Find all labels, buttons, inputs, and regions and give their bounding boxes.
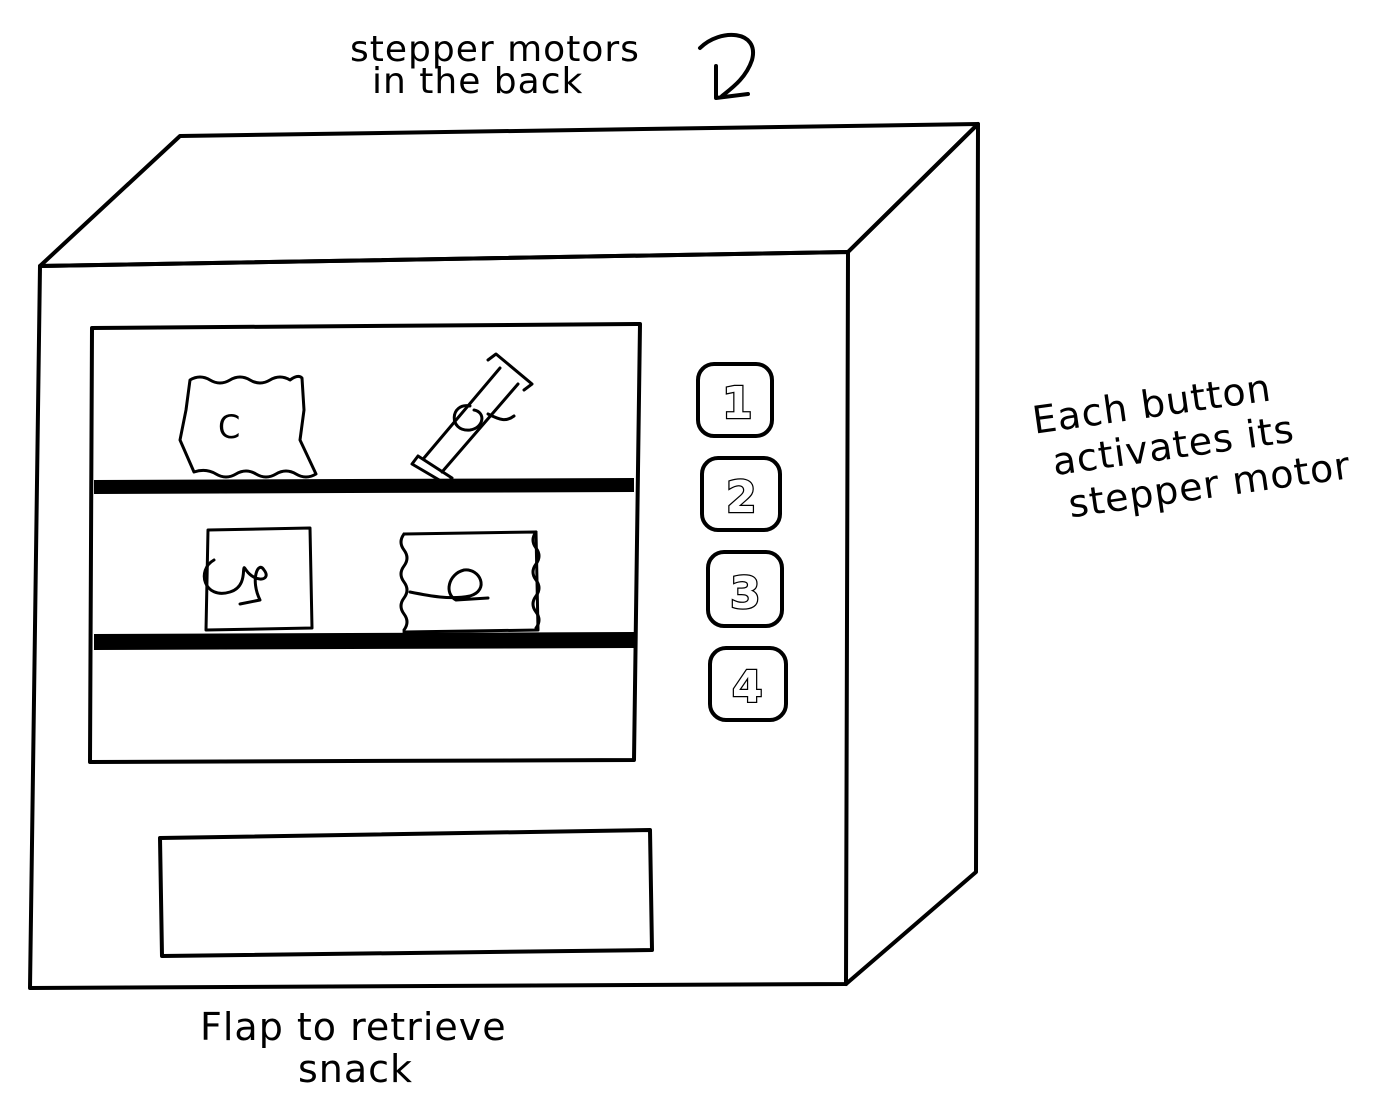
candy-tube-snack <box>410 352 534 486</box>
button-1[interactable]: 1 <box>696 362 774 438</box>
annotation-top-line-2: in the back <box>372 61 584 102</box>
annotation-stepper-motors: stepper motors in the back <box>350 32 640 100</box>
retrieval-flap[interactable] <box>158 828 654 958</box>
button-4[interactable]: 4 <box>708 646 788 722</box>
annotation-top-line-1: stepper motors <box>350 29 640 70</box>
chip-bag-letter: C <box>218 408 240 446</box>
curved-arrow-icon <box>698 32 756 100</box>
button-4-label: 4 <box>732 662 763 713</box>
button-panel: 1 2 3 4 <box>696 362 788 722</box>
annotation-bottom-line-2: snack <box>298 1047 414 1091</box>
button-2-label: 2 <box>726 472 757 523</box>
annotation-flap: Flap to retrieve snack <box>200 1008 507 1088</box>
display-window <box>88 322 642 764</box>
button-3-label: 3 <box>730 568 761 619</box>
shelf-top <box>94 478 634 494</box>
annotation-bottom-line-1: Flap to retrieve <box>200 1005 507 1049</box>
machine-body <box>28 122 980 990</box>
chip-bag-snack: C <box>178 374 318 479</box>
button-2[interactable]: 2 <box>700 456 782 532</box>
box-snack-left <box>202 526 314 632</box>
box-snack-right <box>399 530 541 634</box>
shelf-middle <box>94 632 634 650</box>
button-1-label: 1 <box>722 378 753 429</box>
button-3[interactable]: 3 <box>706 550 784 628</box>
